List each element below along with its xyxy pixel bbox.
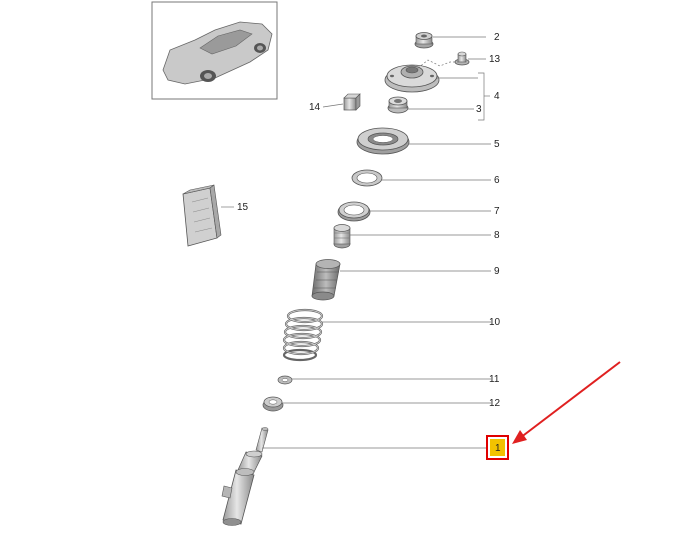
car-icon [162,21,273,85]
callout-14[interactable]: 14 [309,102,321,113]
callout-11[interactable]: 11 [489,374,500,385]
part-10-coil-highlight [283,309,323,355]
part-2-nut[interactable] [414,32,434,49]
callout-5[interactable]: 5 [494,139,500,150]
highlight-border [486,435,509,460]
callout-8[interactable]: 8 [494,230,500,241]
highlight-fill [490,439,505,456]
part-8-bump-stop[interactable] [333,224,351,249]
part-9-dust-boot[interactable] [311,259,341,301]
part-14-clip[interactable] [343,93,361,111]
callout-6[interactable]: 6 [494,175,500,186]
callout-9[interactable]: 9 [494,266,500,277]
part-5-spring-seat[interactable] [356,127,410,155]
callout-2[interactable]: 2 [494,32,500,43]
callout-labels: 2 13 4 3 14 5 6 15 7 8 9 10 11 12 [237,32,501,409]
leader-lines [221,36,491,449]
callout-15[interactable]: 15 [237,202,249,213]
callout-13[interactable]: 13 [489,54,501,65]
callout-4[interactable]: 4 [494,91,500,102]
part-13-bolt[interactable] [454,51,470,66]
red-arrow-icon [512,361,621,444]
callout-1[interactable]: 1 [495,443,501,454]
callout-7[interactable]: 7 [494,206,500,217]
part-7-ring[interactable] [337,201,371,222]
vehicle-thumbnail [151,1,278,100]
part-6-ring[interactable] [351,169,383,187]
part-3-washer[interactable] [387,96,409,114]
part-12-lower-seat[interactable] [262,396,284,412]
callout-10[interactable]: 10 [489,317,501,328]
highlighted-callout-1[interactable]: 1 [486,435,509,460]
part-4-top-mount[interactable] [384,64,440,93]
callout-12[interactable]: 12 [489,398,501,409]
callout-3[interactable]: 3 [476,104,482,115]
part-11-ring[interactable] [277,375,293,385]
part-15-module[interactable] [182,184,222,247]
part-1-shock-absorber[interactable] [221,427,269,526]
